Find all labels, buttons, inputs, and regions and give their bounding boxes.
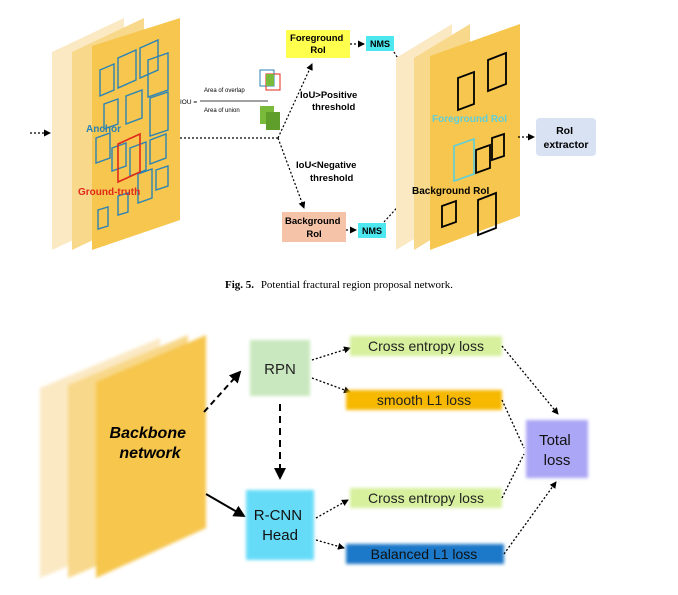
positive-threshold-label: IoU>Positive threshold xyxy=(300,90,360,113)
cross-entropy-bottom-box xyxy=(350,488,502,508)
anchor-label: Anchor xyxy=(86,124,121,135)
rpn-box xyxy=(250,340,310,396)
ground-truth-box xyxy=(117,132,141,184)
backbone-layer-front xyxy=(96,335,206,578)
ce-bottom-to-total-line xyxy=(501,453,525,499)
cross-entropy-top-box xyxy=(350,336,502,356)
rpn-to-smooth-arrow xyxy=(311,377,351,394)
figure-6: Backbone network RPN R-CNN Head Cross en… xyxy=(40,335,588,578)
balanced-l1-text: Balanced L1 loss xyxy=(371,546,478,562)
rcnn-head-text: R-CNN Head xyxy=(254,507,307,544)
nms-top-text: NMS xyxy=(370,39,390,49)
union-icon xyxy=(260,106,280,130)
backbone-to-rcnn-arrow xyxy=(205,493,246,518)
background-roi-text: Background RoI xyxy=(285,216,343,240)
roi-extractor-text: RoI extractor xyxy=(544,125,589,151)
anchor-boxes xyxy=(95,38,169,230)
cross-entropy-bottom-text: Cross entropy loss xyxy=(368,490,484,506)
rpn-text: RPN xyxy=(264,361,296,378)
positive-branch-arrow xyxy=(277,63,313,139)
foreground-roi-boxes xyxy=(457,51,507,175)
ground-truth-label: Ground-truth xyxy=(78,187,140,198)
nms-bottom-text: NMS xyxy=(362,226,382,236)
smooth-to-total-line xyxy=(501,399,525,449)
nms-bottom-box xyxy=(358,223,386,238)
foreground-roi-text: Foreground RoI xyxy=(290,33,346,56)
iou-label: IOU = xyxy=(180,99,197,106)
ce-top-to-total-arrow xyxy=(501,345,559,415)
rcnn-to-balanced-arrow xyxy=(315,539,345,550)
overlap-icon xyxy=(259,69,281,91)
smooth-l1-box xyxy=(346,390,502,410)
rpn-to-ce-arrow xyxy=(311,346,351,361)
foreground-roi-cyan-box xyxy=(453,137,475,183)
backbone-label: Backbone network xyxy=(110,425,191,462)
cross-entropy-top-text: Cross entropy loss xyxy=(368,338,484,354)
rcnn-head-box xyxy=(246,490,314,560)
area-overlap-label: Area of overlap xyxy=(204,88,245,94)
roi-extractor-box xyxy=(536,118,596,156)
smooth-l1-text: smooth L1 loss xyxy=(377,392,471,408)
backbone-to-rpn-arrow xyxy=(203,370,242,413)
nms-top-box xyxy=(366,36,394,51)
rcnn-to-ce-arrow xyxy=(315,499,349,519)
negative-threshold-label: IoU<Negative threshold xyxy=(296,160,359,184)
foreground-roi-box xyxy=(286,30,350,58)
total-loss-text: Total loss xyxy=(539,432,575,469)
background-roi-boxes xyxy=(441,191,497,237)
figure-5: Anchor Ground-truth IOU = Area of overla… xyxy=(30,18,596,291)
balanced-l1-box xyxy=(346,544,504,564)
foreground-roi-inner-label: Foreground RoI xyxy=(432,114,507,125)
total-loss-box xyxy=(526,420,588,478)
figure-5-caption: Fig. 5. Potential fractural region propo… xyxy=(225,279,453,291)
negative-branch-arrow xyxy=(277,137,306,209)
background-roi-inner-label: Background RoI xyxy=(412,186,489,197)
background-roi-box xyxy=(282,212,346,242)
balanced-to-total-arrow xyxy=(503,481,557,555)
area-union-label: Area of union xyxy=(204,108,240,114)
roi-layer-front xyxy=(430,24,520,250)
